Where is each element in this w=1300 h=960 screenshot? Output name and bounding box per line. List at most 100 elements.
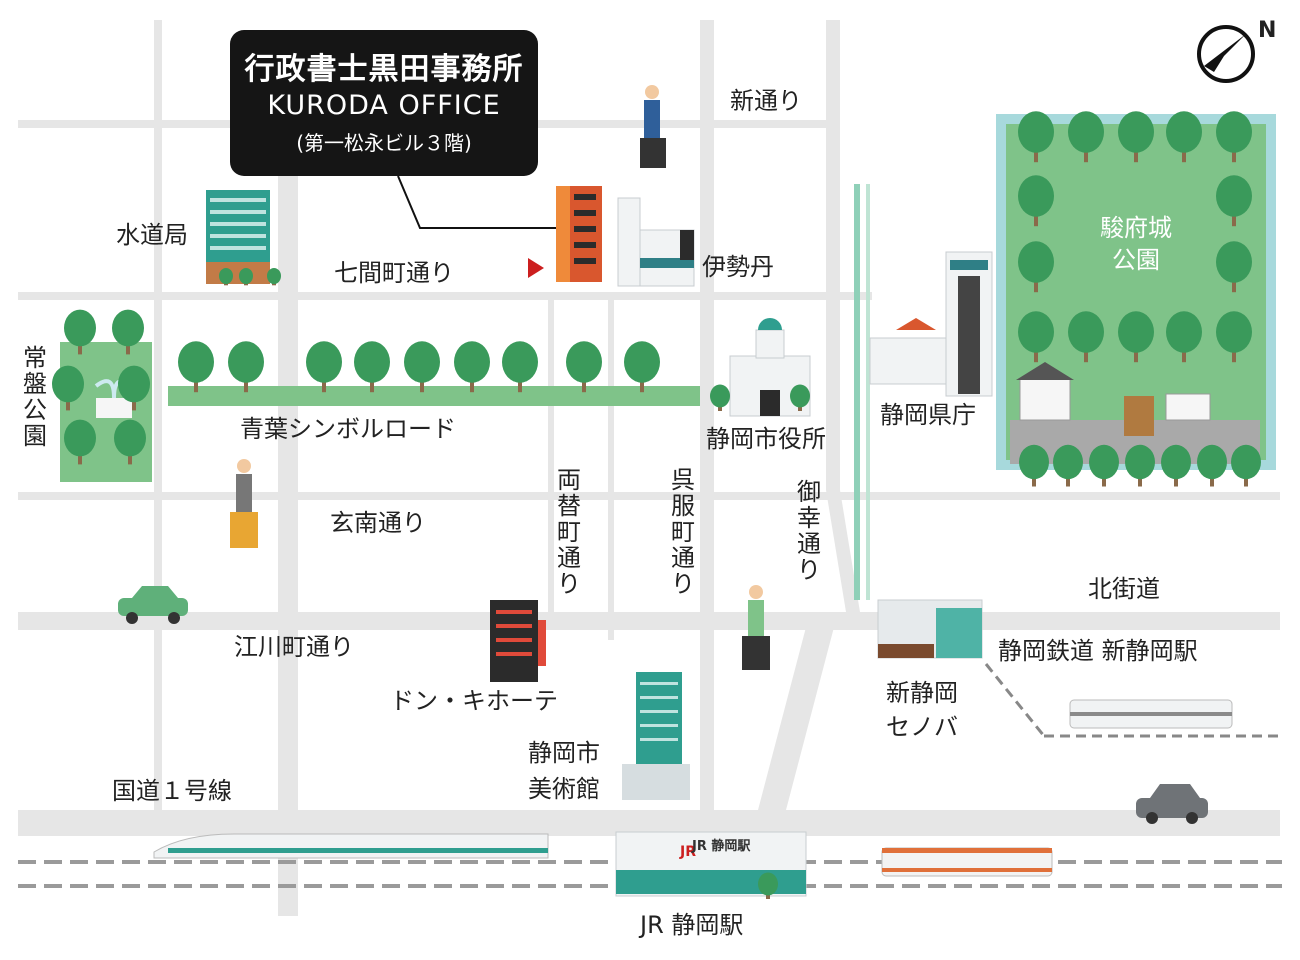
aoba-green-strip xyxy=(168,386,700,406)
street-label-gokou: 御幸通り xyxy=(797,478,821,584)
tree-trunk xyxy=(1210,473,1214,487)
tree-icon xyxy=(502,341,538,383)
tree-trunk xyxy=(370,376,374,393)
tree-icon xyxy=(1231,444,1261,480)
compass-icon xyxy=(1197,25,1255,83)
tree-trunk xyxy=(1032,473,1036,487)
tree-trunk xyxy=(78,450,82,465)
river-channel xyxy=(854,184,860,600)
tree-icon xyxy=(790,384,810,408)
callout-leader-line xyxy=(397,175,560,229)
tree-trunk xyxy=(1102,473,1106,487)
tree-trunk xyxy=(1182,346,1186,363)
tree-icon xyxy=(118,365,150,403)
tree-trunk xyxy=(128,450,132,465)
label-donki: ドン・キホーテ xyxy=(390,687,558,715)
tree-trunk xyxy=(322,376,326,393)
label-cenova-line2: セノバ xyxy=(886,713,958,741)
tree-icon xyxy=(1019,444,1049,480)
office-name-ja: 行政書士黒田事務所 xyxy=(244,52,524,87)
museum-tower-building xyxy=(622,672,690,800)
tree-icon xyxy=(178,341,214,383)
tree-trunk xyxy=(1134,346,1138,363)
tree-trunk xyxy=(194,376,198,393)
tree-icon xyxy=(52,365,84,403)
label-sunpu-park: 駿府城公園 xyxy=(1100,214,1172,275)
street-label-aoba: 青葉シンボルロード xyxy=(240,415,456,443)
prefectural-office-building xyxy=(869,251,993,397)
car-green-icon xyxy=(118,586,188,624)
tree-trunk xyxy=(518,376,522,393)
tokaido-line-train xyxy=(881,847,1053,877)
tree-trunk xyxy=(1232,146,1236,163)
tree-icon xyxy=(1118,311,1154,353)
tree-icon xyxy=(404,341,440,383)
tree-icon xyxy=(228,341,264,383)
street-label-shin-dori: 新通り xyxy=(730,87,802,115)
jr-logo-text: JR xyxy=(679,844,696,860)
tree-trunk xyxy=(78,340,82,355)
pedestrian-icon xyxy=(640,85,666,168)
compass-label: N xyxy=(1258,18,1277,43)
label-tokiwa-park: 常盤公園 xyxy=(23,344,47,450)
tree-icon xyxy=(624,341,660,383)
tree-trunk xyxy=(1244,473,1248,487)
tree-icon xyxy=(1068,311,1104,353)
tree-trunk xyxy=(66,396,70,411)
tree-trunk xyxy=(1084,146,1088,163)
tree-icon xyxy=(1166,111,1202,153)
tree-trunk xyxy=(1174,473,1178,487)
shinkansen-train xyxy=(153,833,549,859)
car-gray-icon xyxy=(1136,784,1208,824)
tree-trunk xyxy=(1232,346,1236,363)
label-cenova-line1: 新静岡 xyxy=(886,679,958,707)
tree-icon xyxy=(114,419,146,457)
tree-icon xyxy=(239,267,253,285)
street-label-hokkaido: 北街道 xyxy=(1088,575,1160,603)
office-floor: (第一松永ビル３階) xyxy=(296,131,472,155)
tree-icon xyxy=(1161,444,1191,480)
tree-icon xyxy=(710,384,730,408)
shin-shizuoka-station-building xyxy=(877,599,983,659)
label-shizutetsu-station: 静岡鉄道 新静岡駅 xyxy=(998,637,1198,665)
shizutetsu-train xyxy=(1069,699,1233,729)
tree-trunk xyxy=(470,376,474,393)
street-label-egawa: 江川町通り xyxy=(234,633,354,661)
label-museum-line1: 静岡市 xyxy=(528,739,600,767)
tree-icon xyxy=(1018,175,1054,217)
tree-trunk xyxy=(1034,210,1038,227)
tree-trunk xyxy=(1034,276,1038,293)
tree-trunk xyxy=(1232,210,1236,227)
label-jr-station: JR 静岡駅 xyxy=(640,911,744,939)
tree-icon xyxy=(1053,444,1083,480)
tree-icon xyxy=(1166,311,1202,353)
street-label-gofuku: 呉服町通り xyxy=(671,466,695,598)
tree-trunk xyxy=(1182,146,1186,163)
water-bureau-building xyxy=(206,190,270,284)
tree-trunk xyxy=(244,376,248,393)
tree-icon xyxy=(454,341,490,383)
tree-icon xyxy=(1125,444,1155,480)
tree-icon xyxy=(219,267,233,285)
tree-icon xyxy=(1118,111,1154,153)
street-label-ryogae: 両替町通り xyxy=(557,466,581,598)
tree-trunk xyxy=(1034,146,1038,163)
tree-icon xyxy=(267,267,281,285)
label-museum-line2: 美術館 xyxy=(528,775,600,803)
tree-icon xyxy=(1216,175,1252,217)
tree-trunk xyxy=(1138,473,1142,487)
tree-trunk xyxy=(132,396,136,411)
street-label-shichiken: 七間町通り xyxy=(334,259,454,287)
tree-trunk xyxy=(1084,346,1088,363)
isetan-building xyxy=(617,197,695,287)
tree-icon xyxy=(566,341,602,383)
tree-trunk xyxy=(1134,146,1138,163)
tree-icon xyxy=(64,309,96,347)
river-channel-2 xyxy=(866,184,870,600)
tree-icon xyxy=(1197,444,1227,480)
tree-trunk xyxy=(420,376,424,393)
tree-icon xyxy=(1068,111,1104,153)
label-isetan: 伊勢丹 xyxy=(702,253,774,281)
tree-icon xyxy=(112,309,144,347)
